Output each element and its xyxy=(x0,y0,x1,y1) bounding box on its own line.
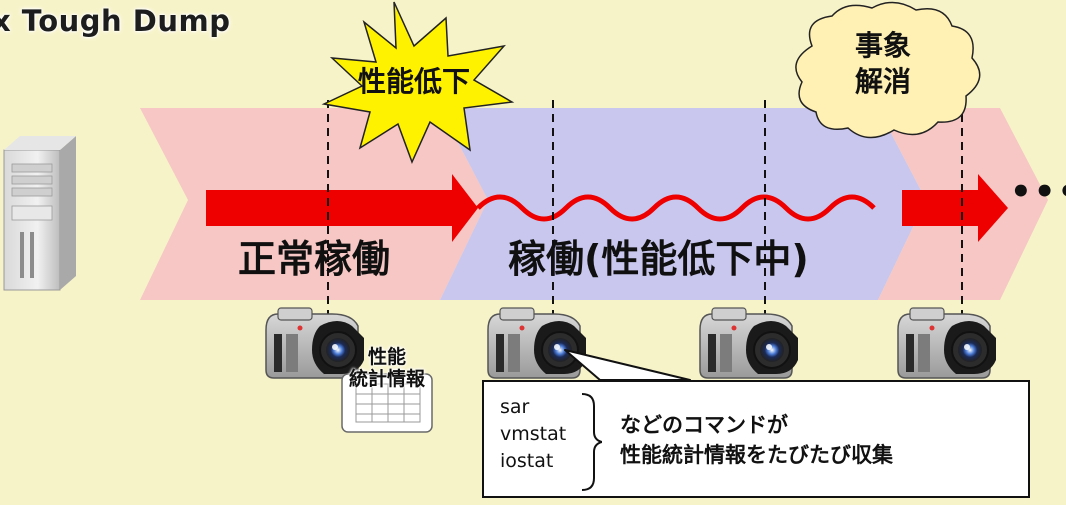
callout-line-1: などのコマンドが xyxy=(620,413,788,437)
normal-phase-label: 正常稼働 xyxy=(238,237,391,281)
page-title: x Tough Dump xyxy=(0,4,231,38)
resolved-event-label: 事象 解消 xyxy=(833,28,933,100)
stats-doc-label: 性能 統計情報 xyxy=(330,346,444,390)
recovered-flow-arrow xyxy=(902,174,1008,242)
stats-table-icon xyxy=(341,373,433,433)
camera-icon xyxy=(487,307,587,379)
callout-description: などのコマンドが 性能統計情報をたびたび収集 xyxy=(620,410,893,470)
stats-doc-line-2: 統計情報 xyxy=(348,368,425,390)
degradation-burst-shape xyxy=(321,1,515,164)
callout-pointer xyxy=(564,349,691,381)
degraded-wave-line xyxy=(476,194,876,222)
callout-line-2: 性能統計情報をたびたび収集 xyxy=(620,443,893,467)
camera-icon xyxy=(897,307,997,379)
command-list: sar vmstat iostat xyxy=(500,394,566,475)
stats-doc-line-1: 性能 xyxy=(367,346,406,368)
degraded-phase-band xyxy=(440,108,926,300)
resolved-cloud-shape xyxy=(795,1,981,139)
resolved-line-1: 事象 xyxy=(854,29,911,62)
resolved-line-2: 解消 xyxy=(854,65,911,98)
normal-flow-arrow xyxy=(206,174,478,242)
server-tower-icon xyxy=(3,136,76,291)
camera-icon xyxy=(699,307,799,379)
command-sar: sar xyxy=(500,396,530,418)
sampling-lines xyxy=(327,100,963,330)
degradation-event-label: 性能低下 xyxy=(358,65,471,98)
bracket-icon xyxy=(581,393,602,491)
degraded-phase-label: 稼働(性能低下中) xyxy=(508,237,809,281)
continuation-ellipsis: ••• xyxy=(1010,172,1066,212)
command-vmstat: vmstat xyxy=(500,423,567,445)
command-callout: sar vmstat iostat などのコマンドが 性能統計情報をたびたび収集 xyxy=(482,380,1030,498)
command-iostat: iostat xyxy=(500,450,554,472)
